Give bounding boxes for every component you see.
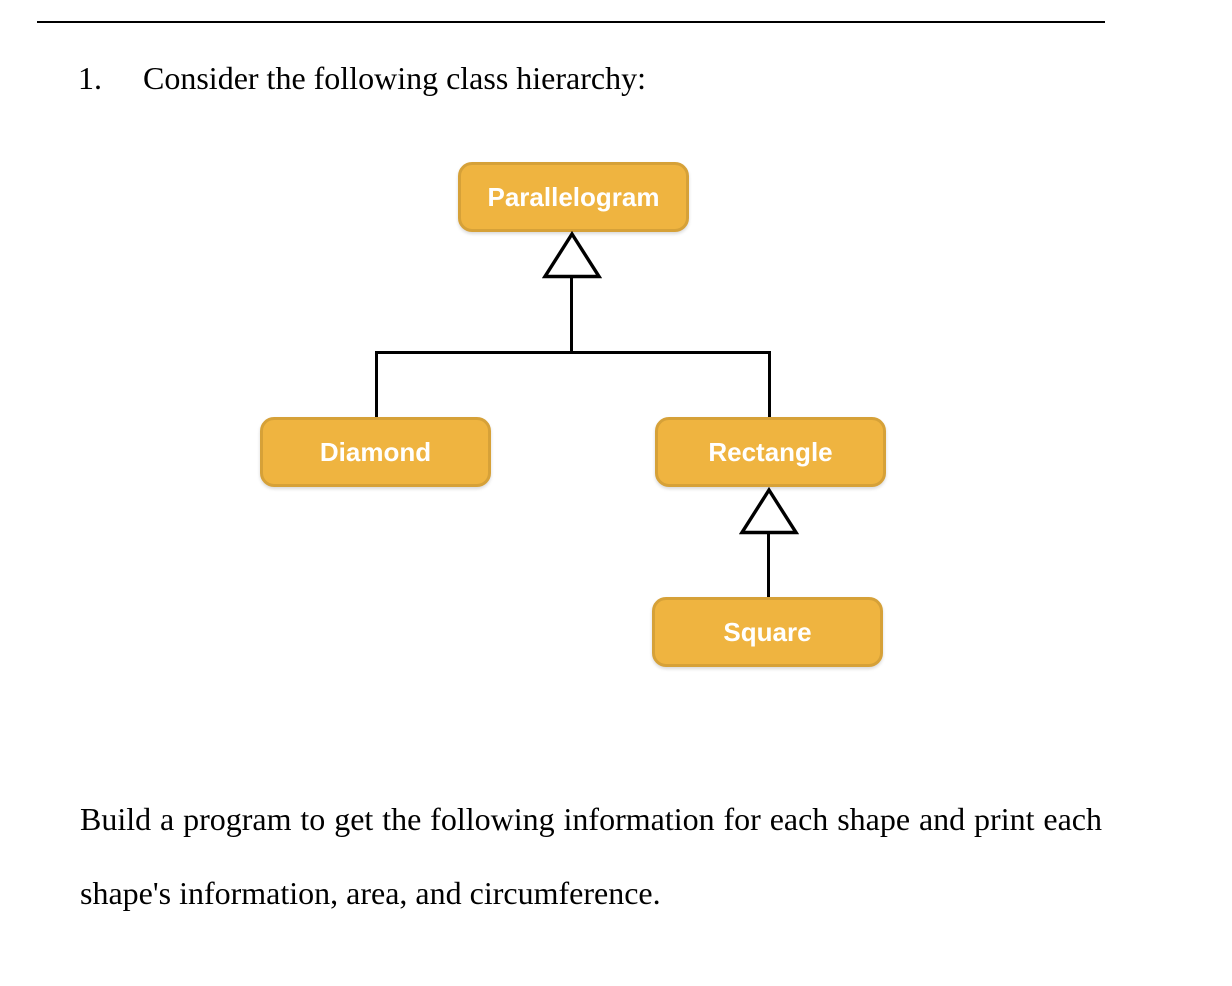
node-parallelogram-label: Parallelogram [487,181,660,212]
connector-branch-to-rectangle [768,351,771,418]
question-heading: Consider the following class hierarchy: [143,60,646,96]
node-rectangle: Rectangle [655,417,886,487]
node-square: Square [652,597,883,667]
page-top-divider [37,21,1105,23]
task-paragraph-line2: shape's information, area, and circumfer… [80,875,661,911]
task-paragraph: Build a program to get the following inf… [80,801,1102,912]
connector-parallelogram-stem [570,277,573,354]
class-hierarchy-diagram: Parallelogram Diamond Rectangle Square [260,162,886,667]
question-number: 1. [78,60,102,96]
inheritance-arrow-parallelogram-icon [542,231,602,279]
connector-square-stem [767,532,770,598]
node-diamond: Diamond [260,417,491,487]
node-parallelogram: Parallelogram [458,162,689,232]
node-square-label: Square [723,616,812,647]
connector-branch-to-diamond [375,351,378,418]
node-rectangle-label: Rectangle [708,436,833,467]
connector-branch-horizontal [375,351,771,354]
task-paragraph-line1: Build a program to get the following inf… [80,801,1102,837]
inheritance-arrow-rectangle-icon [739,487,799,535]
node-diamond-label: Diamond [319,436,432,467]
